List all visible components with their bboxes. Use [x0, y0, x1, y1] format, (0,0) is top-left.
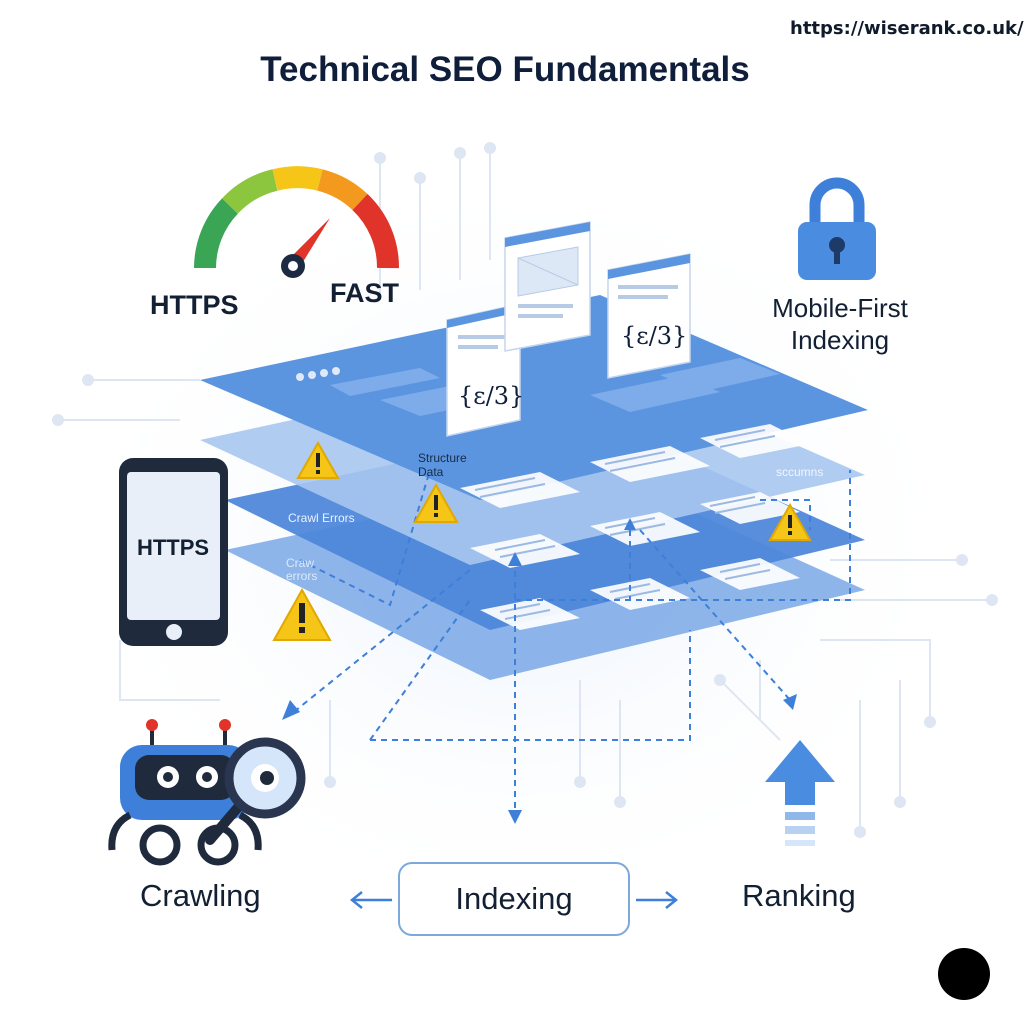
corner-badge	[938, 948, 990, 1000]
connector-arrowheads	[282, 518, 797, 824]
ranking-label: Ranking	[742, 878, 856, 913]
phone-https-label: HTTPS	[136, 535, 210, 560]
structure-data-label: Structure Data	[418, 451, 467, 479]
top-layer-dots	[296, 367, 340, 381]
up-arrow-icon	[765, 740, 835, 846]
crawling-label: Crawling	[140, 878, 261, 913]
mobile-first-line1: Mobile-First	[772, 293, 908, 323]
lock-icon	[798, 177, 876, 280]
https-gauge-label: HTTPS	[150, 290, 239, 320]
layer-documents	[460, 424, 810, 630]
page-title: Technical SEO Fundamentals	[260, 50, 750, 89]
crawl-errors-label: Crawl Errors	[288, 511, 355, 525]
phone-icon	[119, 458, 228, 646]
structure-data-line2: Data	[418, 465, 444, 479]
floating-document-2	[504, 221, 591, 352]
speed-gauge-icon	[194, 166, 400, 278]
craw-line2: errors	[286, 569, 318, 583]
floating-document-3	[607, 253, 691, 379]
craw-errors-label: Craw errors	[286, 557, 317, 583]
floating-document-1	[446, 303, 521, 437]
layer-1-plane	[200, 295, 868, 500]
craw-line1: Craw	[286, 556, 315, 570]
sccumns-label: sccumns	[776, 465, 824, 479]
mobile-first-label: Mobile-First Indexing	[750, 292, 930, 356]
fast-label: FAST	[330, 278, 400, 308]
code-snippet-2: {ε/3}	[621, 322, 688, 350]
magnifier-icon	[205, 737, 306, 845]
indexing-box: Indexing	[398, 862, 630, 936]
warning-icon	[413, 482, 459, 523]
warning-icon	[768, 502, 812, 541]
robot-crawler-icon	[108, 719, 262, 866]
dashed-connectors	[289, 469, 851, 820]
code-snippet-1: {ε/3}	[458, 382, 525, 410]
structure-data-line1: Structure	[418, 451, 467, 465]
source-url[interactable]: https://wiserank.co.uk/	[790, 18, 1024, 39]
warning-icon	[272, 587, 332, 641]
circuit-lines	[52, 142, 998, 838]
warning-icon	[296, 440, 340, 479]
mobile-first-line2: Indexing	[790, 325, 890, 355]
flow-arrows	[349, 891, 679, 909]
